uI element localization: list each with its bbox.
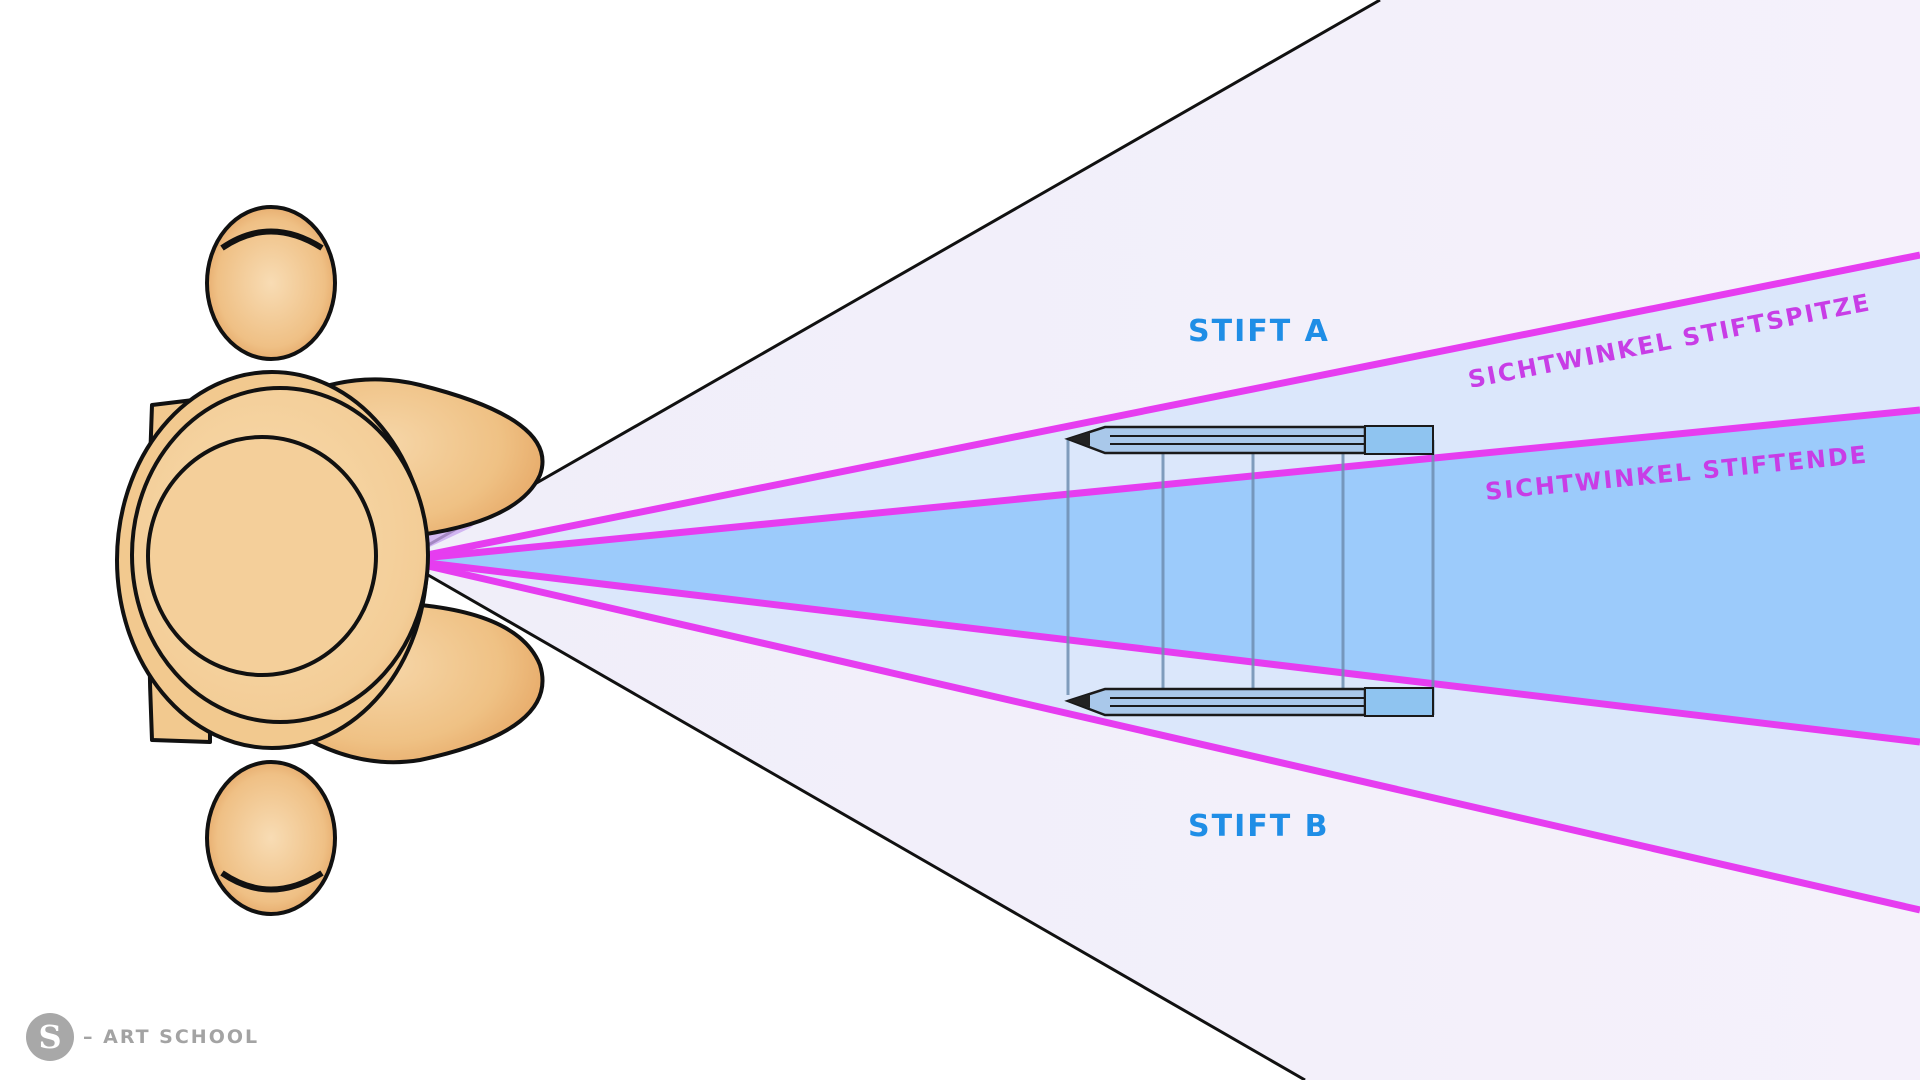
svg-text:S: S [38, 1018, 61, 1056]
field-of-view-upper-edge [401, 0, 1381, 562]
sightline-tip-lower [401, 556, 1920, 914]
logo-text: – ART SCHOOL [83, 1026, 260, 1048]
logo-s-icon: S [26, 1013, 74, 1061]
pencil-icon [1064, 425, 1434, 455]
pencil-icon [1064, 687, 1434, 717]
field-of-view-lower-edge [401, 558, 1306, 1080]
sightline-end-lower [401, 556, 1920, 746]
sightline-end-upper [401, 406, 1920, 564]
label-pen-b: STIFT B [1188, 809, 1330, 844]
sightline-tip-upper [401, 251, 1920, 564]
end-sightline-cone [402, 410, 1920, 742]
pen-guide-lines [1066, 440, 1435, 715]
person-top-view-icon [115, 205, 545, 916]
label-pen-a: STIFT A [1188, 314, 1330, 349]
